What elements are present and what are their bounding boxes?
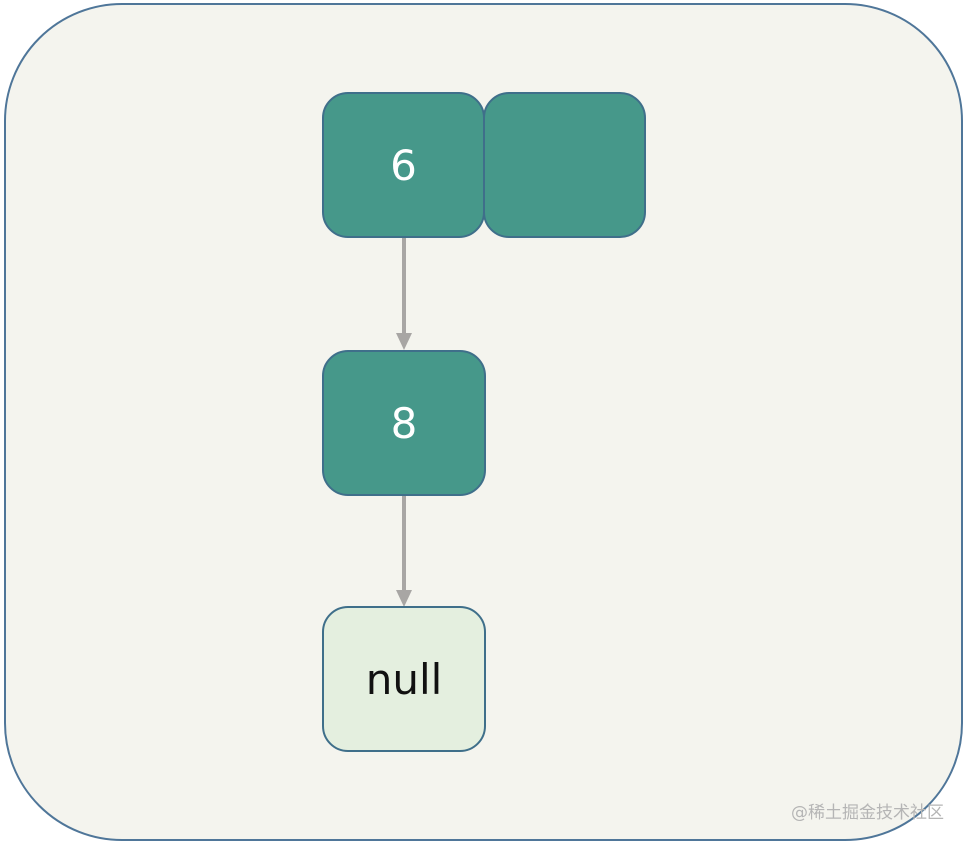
watermark-text: @稀土掘金技术社区 — [791, 803, 944, 823]
node-null-label: null — [365, 654, 443, 704]
node-6-label: 6 — [390, 140, 417, 190]
node-8: 8 — [322, 350, 486, 496]
node-6-value: 6 — [322, 92, 485, 238]
node-null: null — [322, 606, 486, 752]
node-8-label: 8 — [390, 398, 418, 448]
node-6-next-pointer — [483, 92, 646, 238]
